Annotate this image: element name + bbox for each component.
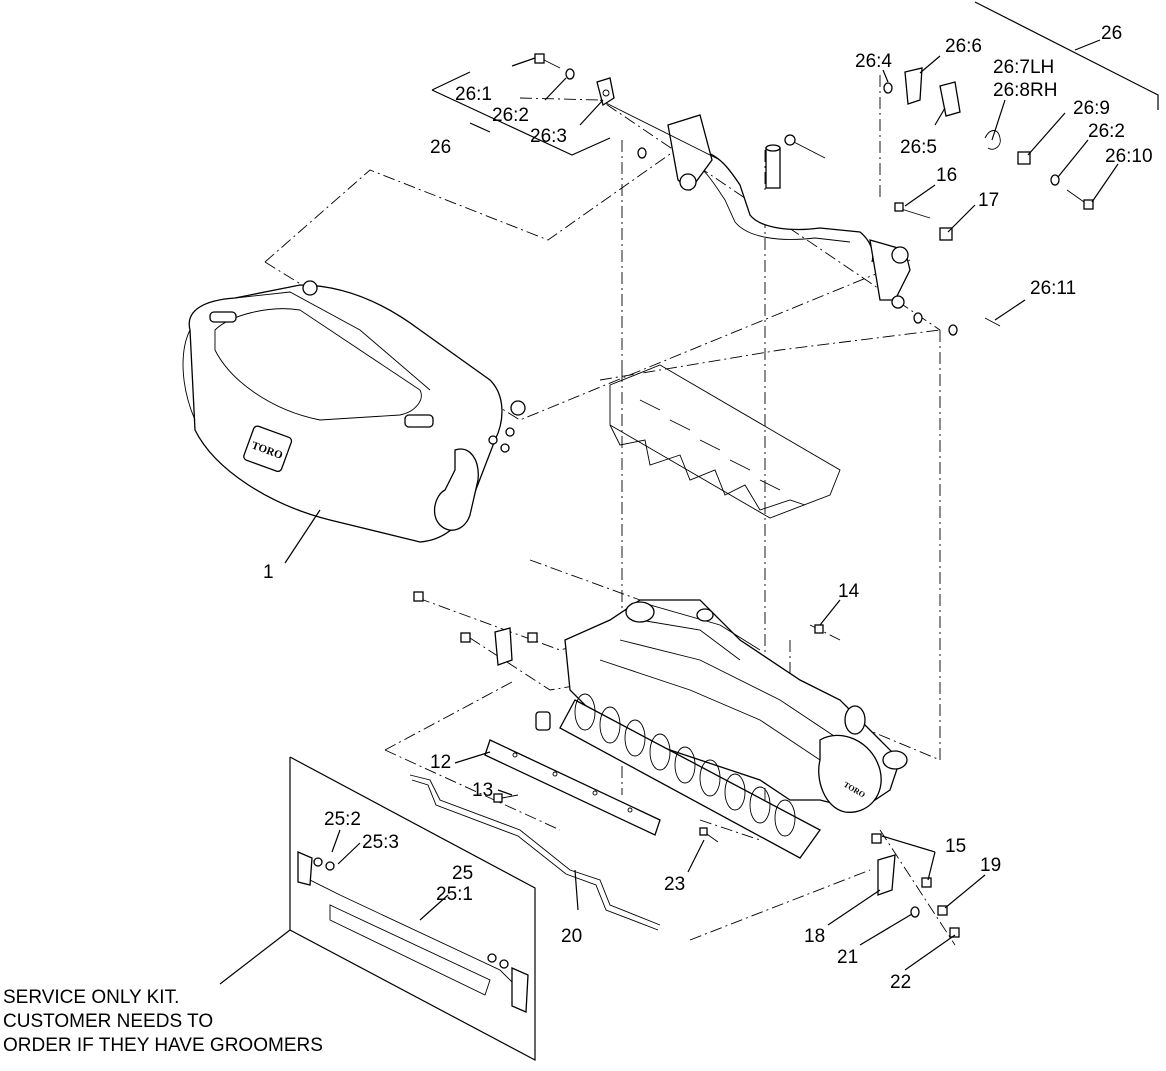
callout-26-2-right: 26:2: [1088, 121, 1125, 142]
kit-26-bracket-left: [431, 71, 611, 156]
callout-26-left: 26: [430, 137, 451, 158]
service-note-line-1: SERVICE ONLY KIT.: [3, 987, 179, 1008]
callout-19: 19: [980, 855, 1001, 876]
callout-labels: 1 12 13 14 15 16 17 18 19 20 21 22 23 25…: [263, 23, 1153, 993]
callout-26-6: 26:6: [945, 36, 982, 57]
callout-26-8: 26:8RH: [993, 80, 1057, 101]
callout-25: 25: [452, 863, 473, 884]
callout-13: 13: [472, 780, 493, 801]
callout-25-2: 25:2: [324, 809, 361, 830]
pivot-yoke: [599, 99, 911, 309]
kit-26-bracket-right: [974, 1, 1159, 110]
callout-25-3: 25:3: [362, 832, 399, 853]
callout-23: 23: [664, 874, 685, 895]
kit-26-right-hardware: [883, 67, 1094, 336]
callout-15: 15: [945, 836, 966, 857]
callout-18: 18: [804, 926, 825, 947]
callout-17: 17: [978, 190, 999, 211]
serrated-shield: [609, 364, 841, 519]
callout-21: 21: [837, 947, 858, 968]
callout-1: 1: [263, 562, 274, 583]
callout-26-right: 26: [1101, 23, 1122, 44]
callout-26-5: 26:5: [900, 137, 937, 158]
callout-22: 22: [890, 972, 911, 993]
rod-20: [409, 774, 661, 931]
callout-12: 12: [430, 752, 451, 773]
grooved-roller: [559, 693, 821, 859]
groomer-kit-box: [289, 756, 536, 1061]
toro-logo: TORO: [243, 425, 293, 473]
callout-26-4: 26:4: [855, 51, 892, 72]
callout-26-1: 26:1: [455, 84, 492, 105]
callout-26-2-left: 26:2: [492, 105, 529, 126]
callout-26-7: 26:7LH: [993, 57, 1054, 78]
shroud-cover: TORO: [182, 280, 526, 543]
callout-26-9: 26:9: [1073, 98, 1110, 119]
callout-25-1: 25:1: [436, 884, 473, 905]
cutting-unit-frame: TORO: [564, 599, 908, 813]
service-note: SERVICE ONLY KIT. CUSTOMER NEEDS TO ORDE…: [3, 987, 323, 1056]
frame-hardware: [413, 591, 960, 938]
service-note-line-3: ORDER IF THEY HAVE GROOMERS: [3, 1035, 323, 1056]
callout-20: 20: [561, 926, 582, 947]
callout-26-11: 26:11: [1030, 278, 1076, 299]
bar-12: [484, 739, 661, 836]
callout-26-10: 26:10: [1105, 146, 1153, 167]
kit-26-left-hardware: [534, 53, 647, 159]
leader-lines: [219, 55, 1119, 985]
callout-26-3: 26:3: [530, 126, 567, 147]
callout-16: 16: [936, 165, 957, 186]
callout-14: 14: [838, 581, 860, 602]
service-note-line-2: CUSTOMER NEEDS TO: [3, 1011, 213, 1032]
